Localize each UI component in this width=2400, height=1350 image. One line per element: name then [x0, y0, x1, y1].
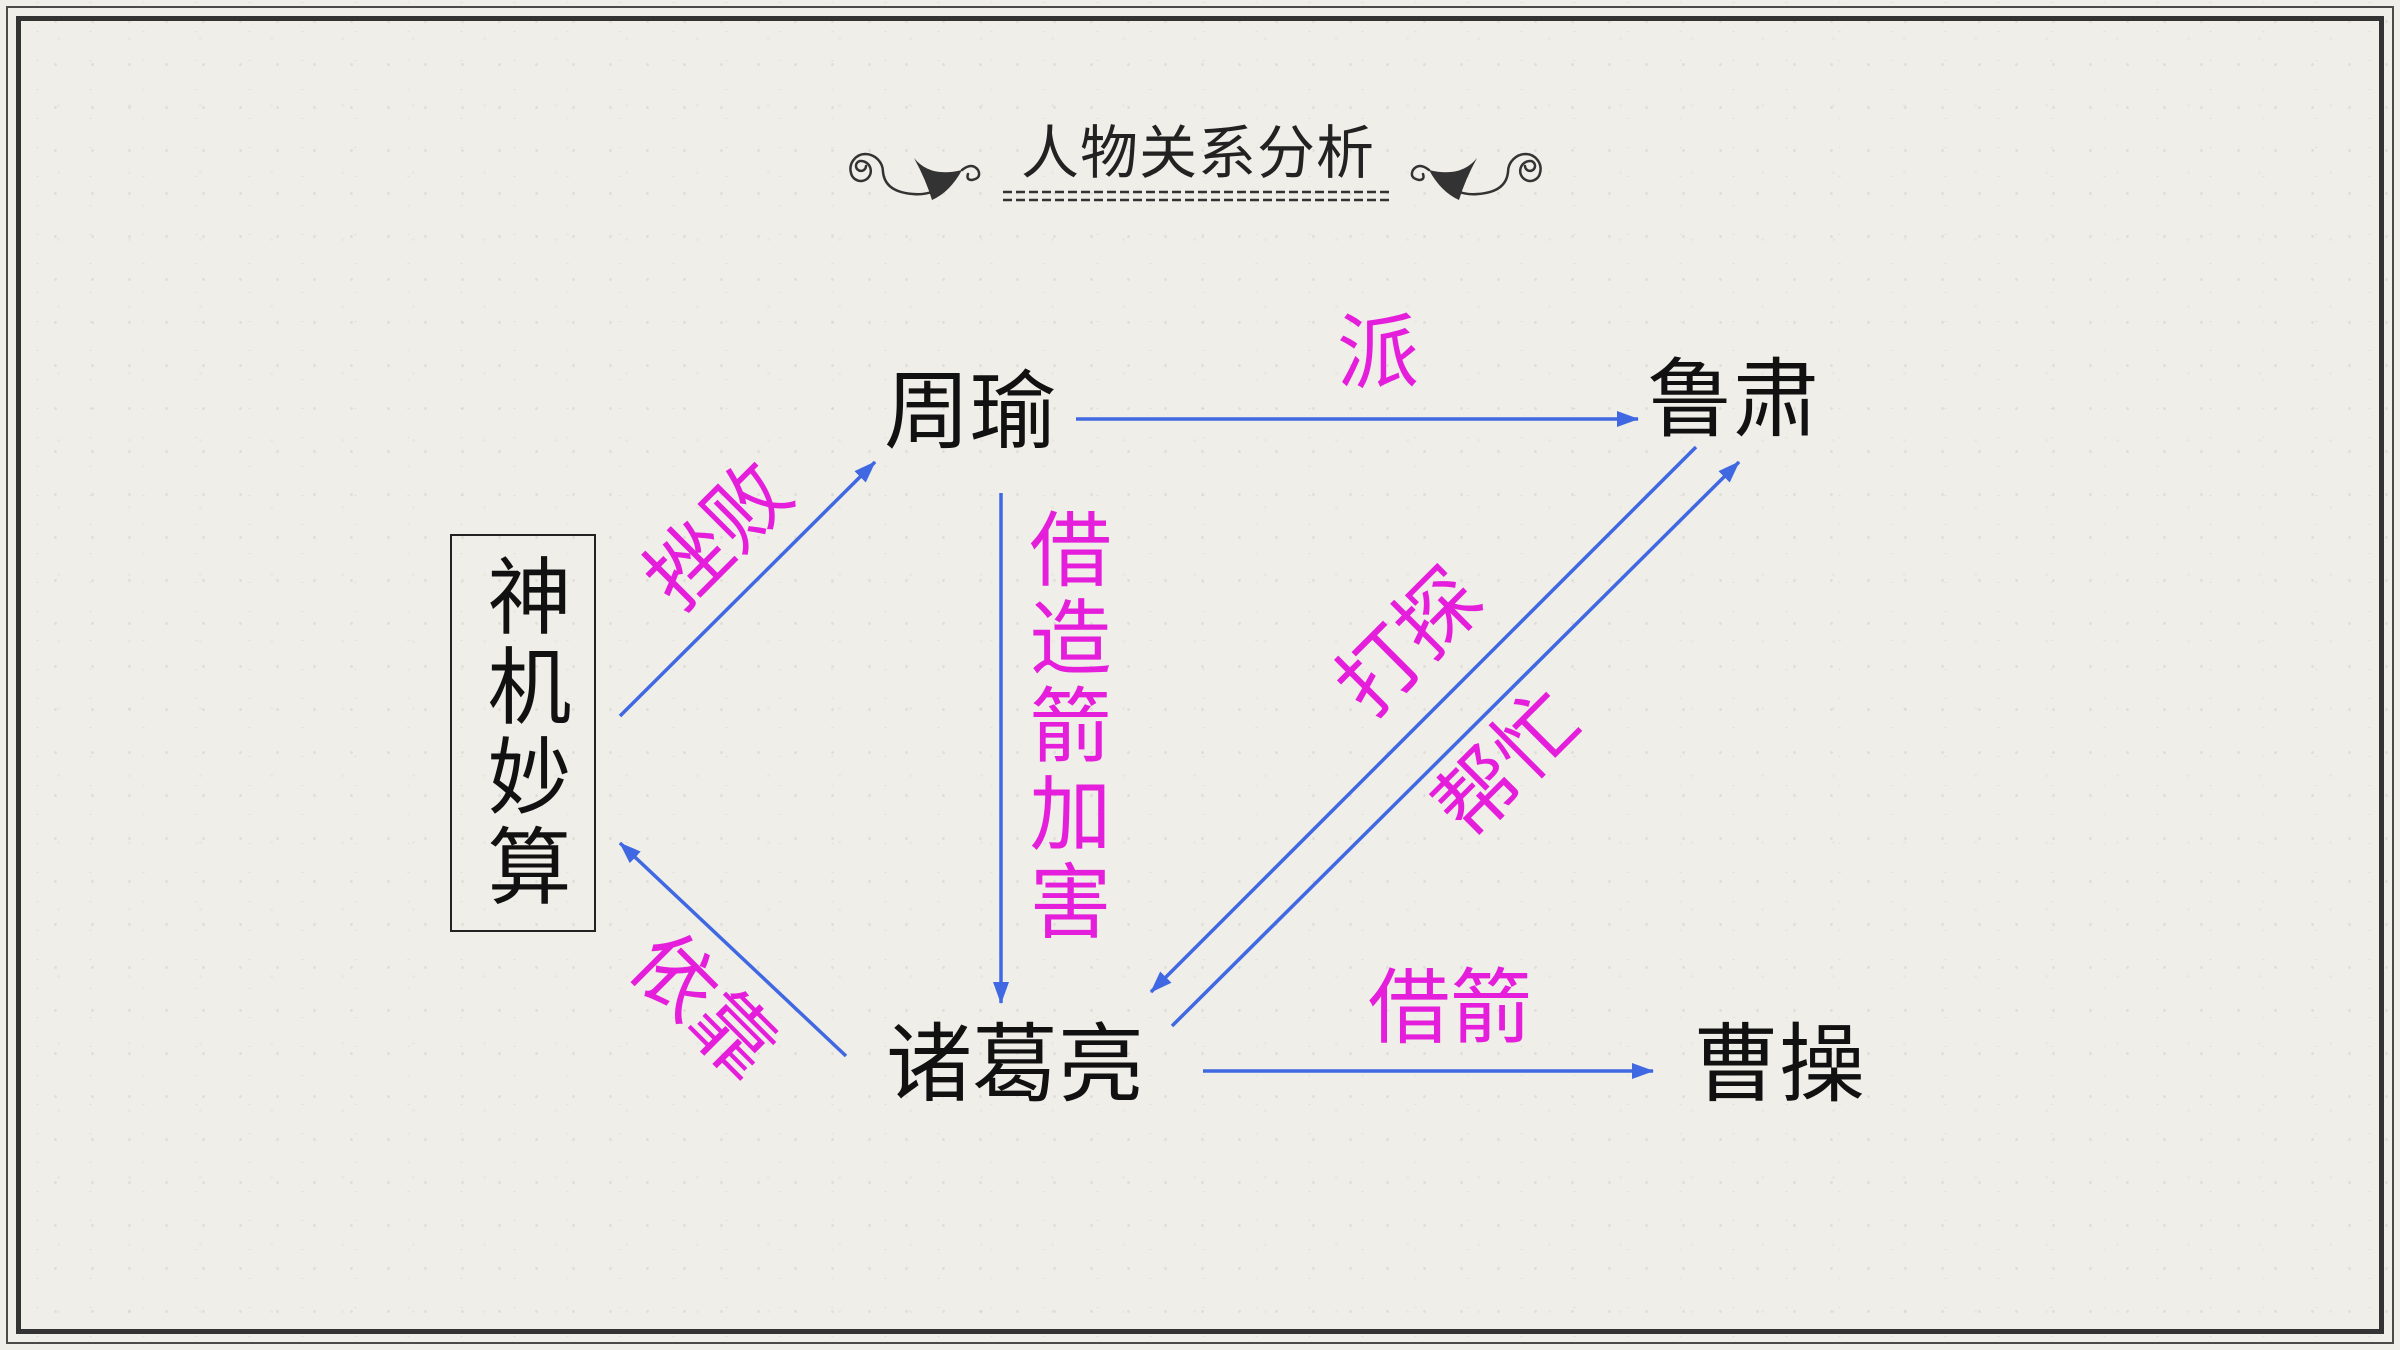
inner-frame-border: [16, 16, 2384, 1334]
node-lusu: 鲁肃: [1647, 350, 1819, 450]
title-ornament-left: [849, 152, 981, 202]
node-caocao: 曹操: [1693, 1015, 1865, 1115]
page-title: 人物关系分析: [1020, 119, 1376, 187]
node-shenji-box: 神机妙算: [450, 534, 596, 932]
title-ornament-right: [1410, 152, 1542, 202]
arrow-shenji-to-zhouyu: [618, 460, 877, 718]
arrow-zhugeliang-to-shenji: [618, 841, 848, 1058]
edge-label-jiezaojian: 借造箭加害: [1015, 507, 1110, 947]
arrow-lusu-to-zhugeliang: [1149, 445, 1698, 994]
outer-frame-line: [6, 6, 2394, 1344]
arrow-zhugeliang-to-lusu: [1170, 460, 1741, 1028]
node-shenji-label: 神机妙算: [474, 553, 572, 913]
node-zhugeliang: 诸葛亮: [886, 1015, 1144, 1115]
node-zhouyu: 周瑜: [884, 362, 1056, 462]
edge-label-pai: 派: [1336, 306, 1420, 401]
edge-label-jiejian: 借箭: [1367, 961, 1533, 1056]
